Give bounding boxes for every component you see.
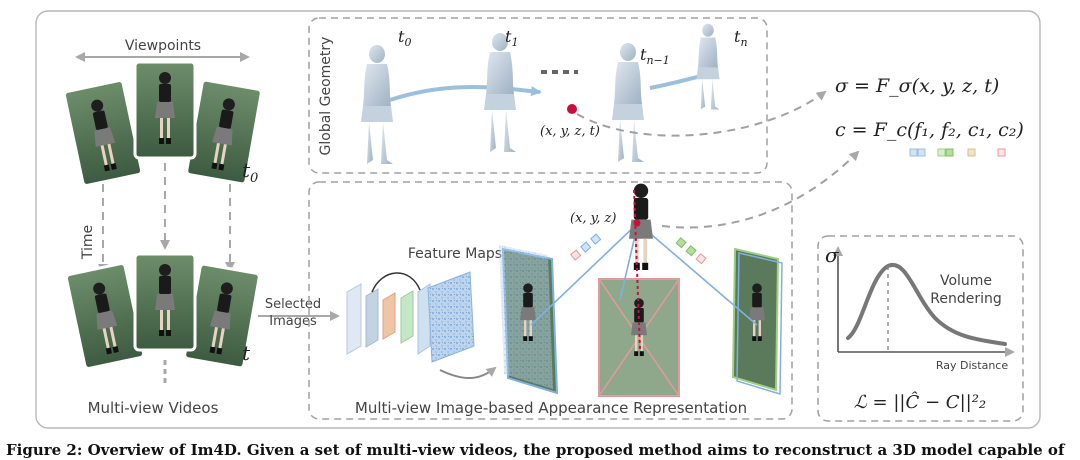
sigma-equation: σ = F_σ(x, y, z, t) <box>835 75 999 97</box>
feature-maps <box>427 271 475 363</box>
global-geometry-label: Global Geometry <box>318 37 334 156</box>
frame-label-1: t1 <box>505 27 518 49</box>
frame-label-2: tn−1 <box>640 45 670 67</box>
time-label-t0: t0 <box>242 158 258 186</box>
frame-label-3: tn <box>734 27 748 49</box>
statue-t1 <box>484 33 516 152</box>
figure-frame <box>35 10 1041 429</box>
feature-encoder <box>346 272 431 355</box>
video-frame-bottom-left <box>64 262 146 370</box>
video-frame-top-center <box>133 60 197 160</box>
feature-squares-right <box>675 237 707 265</box>
target-image-center <box>598 278 680 397</box>
statue-tn <box>696 23 720 110</box>
appearance-to-color-arrow <box>661 150 860 229</box>
global-geometry-box <box>308 17 768 174</box>
loss-equation: ℒ = ||Ĉ − C||²₂ <box>854 390 986 413</box>
volume-rendering-box <box>817 235 1024 422</box>
multiview-videos-label: Multi-view Videos <box>88 399 219 417</box>
sigma-axis-label: σ <box>825 243 840 267</box>
source-image-left <box>499 245 559 395</box>
appearance-label: Multi-view Image-based Appearance Repres… <box>355 399 747 417</box>
feature-maps-label: Feature Maps <box>408 246 502 262</box>
time-label: Time <box>80 225 96 260</box>
feature-squares-left <box>570 233 602 261</box>
viewpoints-label: Viewpoints <box>125 38 201 54</box>
appearance-box <box>308 181 793 420</box>
encoder-to-image-arrow <box>439 366 497 379</box>
color-code-squares <box>909 148 1006 157</box>
density-curve <box>846 262 1007 346</box>
point-label-appearance: (x, y, z) <box>570 211 616 226</box>
video-frame-top-right <box>185 78 263 186</box>
point-label-geometry: (x, y, z, t) <box>540 124 600 139</box>
video-frame-bottom-center <box>133 252 197 352</box>
sample-point-appearance <box>633 219 641 227</box>
frame-label-0: t0 <box>398 27 411 49</box>
motion-path-arrow <box>389 85 542 102</box>
target-person <box>629 183 653 270</box>
video-frame-top-left <box>62 79 144 187</box>
figure-caption: Figure 2: Overview of Im4D. Given a set … <box>6 441 1065 459</box>
time-label-t: t <box>242 341 251 365</box>
statue-t0 <box>361 45 393 164</box>
geometry-to-sigma-arrow <box>576 90 827 137</box>
color-equation: c = F_c(f₁, f₂, c₁, c₂) <box>835 119 1024 141</box>
sample-point-geometry <box>567 104 577 114</box>
source-image-right <box>731 247 783 396</box>
camera-ray <box>633 189 641 351</box>
ray-distance-label: Ray Distance <box>936 359 1008 372</box>
